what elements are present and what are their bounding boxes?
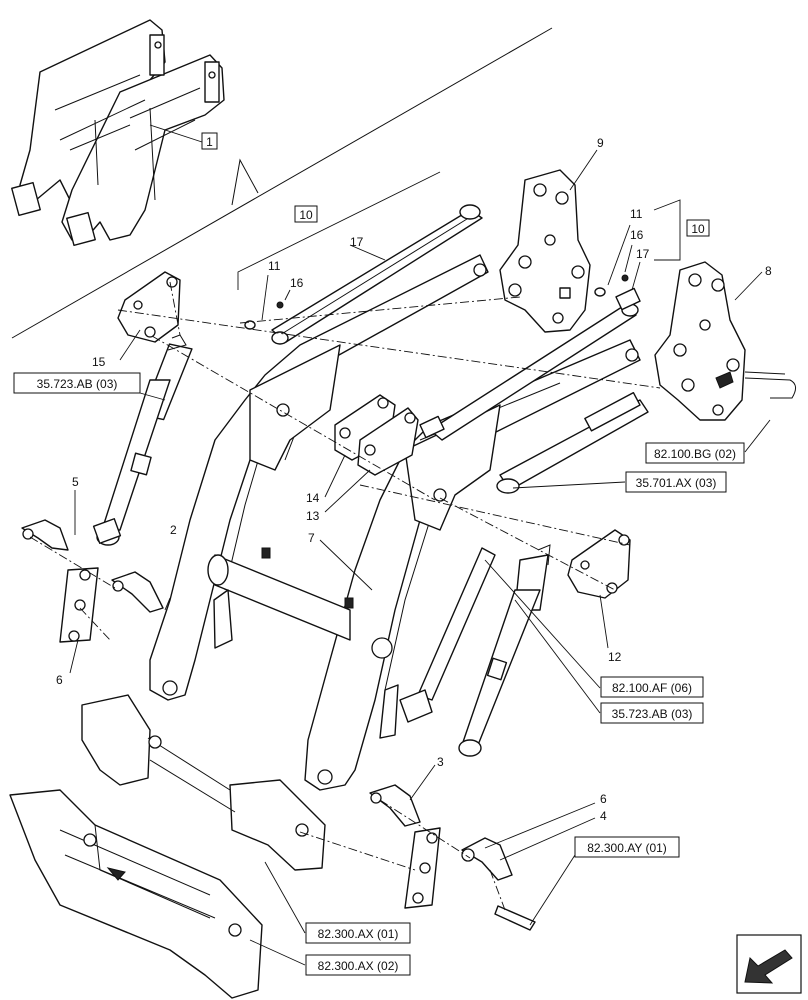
callout-11-right: 11 <box>630 207 643 221</box>
callout-13: 13 <box>306 509 320 523</box>
link-plates-13-14 <box>334 394 419 476</box>
bushing-11-left <box>244 320 256 330</box>
bracket-2 <box>111 571 164 613</box>
callout-12: 12 <box>608 650 622 664</box>
r-clip-pin <box>744 377 796 399</box>
callout-16-left: 16 <box>290 276 304 290</box>
svg-text:35.723.AB (03): 35.723.AB (03) <box>612 707 693 721</box>
svg-text:82.300.AX (01): 82.300.AX (01) <box>318 927 399 941</box>
callout-9: 9 <box>597 136 604 150</box>
svg-text:82.300.AY (01): 82.300.AY (01) <box>587 841 667 855</box>
loader-assembly-inset <box>11 19 225 247</box>
ref-82300ax-02[interactable]: 82.300.AX (02) <box>305 954 411 976</box>
pin-82300ay <box>494 905 536 931</box>
callout-5: 5 <box>72 475 79 489</box>
callout-2: 2 <box>170 523 177 537</box>
bracket-5 <box>21 519 69 551</box>
svg-text:82.300.AX (02): 82.300.AX (02) <box>318 959 399 973</box>
mounting-frame-lower <box>9 789 263 999</box>
separator-line <box>11 27 553 339</box>
callout-6-lower: 6 <box>600 792 607 806</box>
callout-17-left: 17 <box>350 235 364 249</box>
callout-4: 4 <box>600 809 607 823</box>
callout-10-left: 10 <box>299 208 313 222</box>
ref-82100bg[interactable]: 82.100.BG (02) <box>645 442 745 464</box>
hydraulic-pipe <box>417 547 496 701</box>
callout-16-right: 16 <box>630 228 644 242</box>
svg-text:82.100.AF (06): 82.100.AF (06) <box>612 681 692 695</box>
callout-15: 15 <box>92 355 106 369</box>
arrow-back-icon[interactable] <box>736 934 802 994</box>
bracket-4 <box>461 837 513 881</box>
callout-14: 14 <box>306 491 320 505</box>
mounting-bracket-9 <box>499 169 591 333</box>
svg-text:82.100.BG (02): 82.100.BG (02) <box>654 447 736 461</box>
bushing-11-right <box>594 287 606 297</box>
link-6-upper <box>59 567 99 643</box>
callout-17-right: 17 <box>636 247 650 261</box>
ref-82100af[interactable]: 82.100.AF (06) <box>600 676 704 698</box>
callout-8: 8 <box>765 264 772 278</box>
cross-tube-top <box>271 204 483 345</box>
ref-82300ax-01[interactable]: 82.300.AX (01) <box>305 922 411 944</box>
ref-35723ab-top[interactable]: 35.723.AB (03) <box>13 372 141 394</box>
callout-7: 7 <box>308 531 315 545</box>
svg-text:35.723.AB (03): 35.723.AB (03) <box>37 377 118 391</box>
loader-boom-frame <box>149 254 641 791</box>
bracket-3 <box>369 784 421 827</box>
hydraulic-cylinder-left <box>96 334 193 546</box>
callout-6-upper: 6 <box>56 673 63 687</box>
svg-text:35.701.AX (03): 35.701.AX (03) <box>636 476 717 490</box>
ref-35701ax[interactable]: 35.701.AX (03) <box>625 471 727 493</box>
ref-35723ab-bottom[interactable]: 35.723.AB (03) <box>600 702 704 724</box>
hydraulic-cylinder-right <box>458 544 551 757</box>
mounting-bracket-8 <box>654 261 746 421</box>
bushing-17-right <box>615 287 641 311</box>
callout-10-right: 10 <box>691 222 705 236</box>
grease-nipple-16-right <box>621 274 629 282</box>
callout-11-left: 11 <box>268 259 281 273</box>
grease-nipple-16-left <box>276 301 284 309</box>
callout-3: 3 <box>437 755 444 769</box>
mounting-frame-upper <box>81 694 326 871</box>
ref-82300ay[interactable]: 82.300.AY (01) <box>574 836 680 858</box>
plate-15 <box>117 271 181 343</box>
link-6-lower <box>404 827 441 909</box>
callout-1: 1 <box>206 135 213 149</box>
